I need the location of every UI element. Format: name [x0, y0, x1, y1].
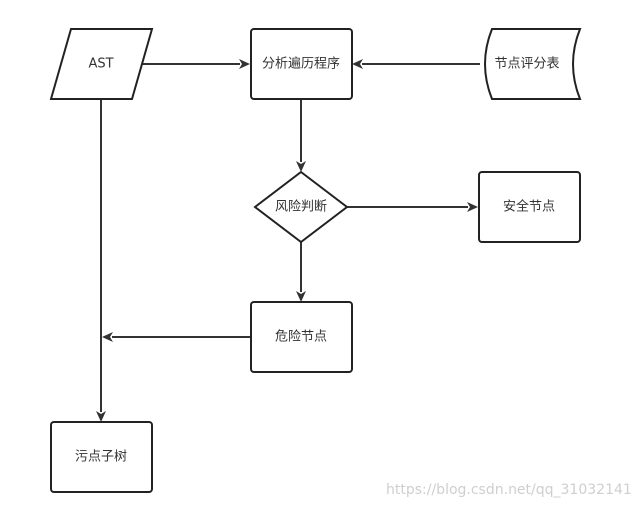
node-score-table-label: 节点评分表 [494, 57, 559, 72]
decision-diamond [253, 170, 349, 244]
stored-data-shape [484, 28, 582, 100]
watermark-text: https://blog.csdn.net/qq_31032141 [386, 482, 632, 498]
parallelogram-shape [49, 28, 154, 100]
node-risk-check: 风险判断 [253, 170, 349, 244]
edges [96, 59, 480, 422]
node-score-table: 节点评分表 [484, 28, 582, 100]
edge-ast-to-taint-subtree [96, 99, 106, 422]
process-box [478, 171, 581, 243]
process-box [250, 301, 353, 373]
node-risk-check-label: 风险判断 [275, 200, 327, 215]
process-box [250, 28, 353, 100]
node-safe-node-label: 安全节点 [503, 199, 555, 215]
node-risk-node: 危险节点 [250, 301, 353, 373]
node-ast: AST [49, 28, 154, 100]
node-analyze-label: 分析遍历程序 [262, 56, 340, 72]
edge-ast-to-analyze [141, 59, 250, 69]
edge-risk-check-to-safe-node [347, 202, 478, 212]
node-ast-label: AST [88, 57, 113, 72]
process-box [50, 421, 153, 493]
edge-risk-check-to-risk-node [296, 242, 306, 302]
edge-analyze-to-risk-check [296, 99, 306, 172]
node-safe-node: 安全节点 [478, 171, 581, 243]
node-analyze: 分析遍历程序 [250, 28, 353, 100]
node-risk-node-label: 危险节点 [275, 330, 327, 345]
node-taint-subtree: 污点子树 [50, 421, 153, 493]
edge-score-table-to-analyze [352, 59, 480, 69]
edge-risk-node-to-ast-line [102, 332, 250, 342]
node-taint-subtree-label: 污点子树 [75, 450, 127, 465]
